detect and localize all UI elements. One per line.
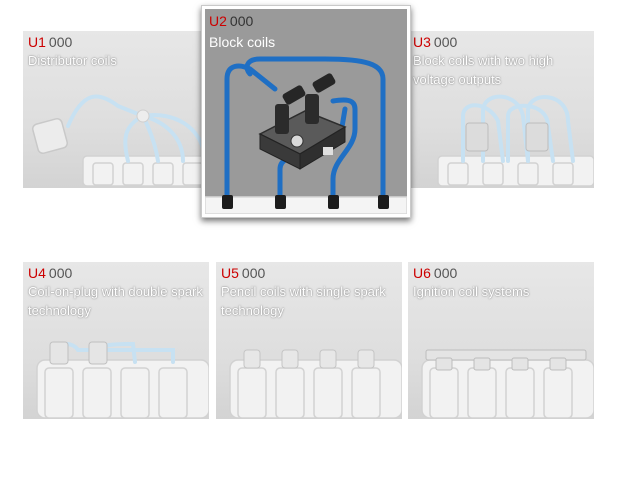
tile-title: Coil-on-plug with double spark technolog… [28,284,203,318]
ignition-coil-rail-engine-icon [421,349,594,419]
tile-title: Ignition coil systems [413,284,530,299]
tile-title: Distributor coils [28,53,117,68]
coil-on-plug-engine-icon [36,341,209,419]
tile-code: U4 [28,265,46,281]
tile-code: U6 [413,265,431,281]
popup-count: 000 [229,13,254,29]
block-coil-two-outputs-engine-icon [437,94,594,187]
tile-count: 000 [48,34,73,50]
tile-code: U1 [28,34,46,50]
distributor-coil-engine-icon [32,94,209,187]
pencil-coil-engine-icon [229,349,402,419]
popup-code: U2 [209,13,227,29]
popup-title: Block coils [209,34,276,50]
tile-count: 000 [48,265,73,281]
tile-count: 000 [241,265,266,281]
tile-count: 000 [433,34,458,50]
tile-title: Pencil coils with single spark technolog… [221,284,386,318]
tile-code: U3 [413,34,431,50]
block-coil-engine-icon [205,56,407,214]
tile-count: 000 [433,265,458,281]
tile-title: Block coils with two high voltage output… [413,53,554,87]
tile-code: U5 [221,265,239,281]
